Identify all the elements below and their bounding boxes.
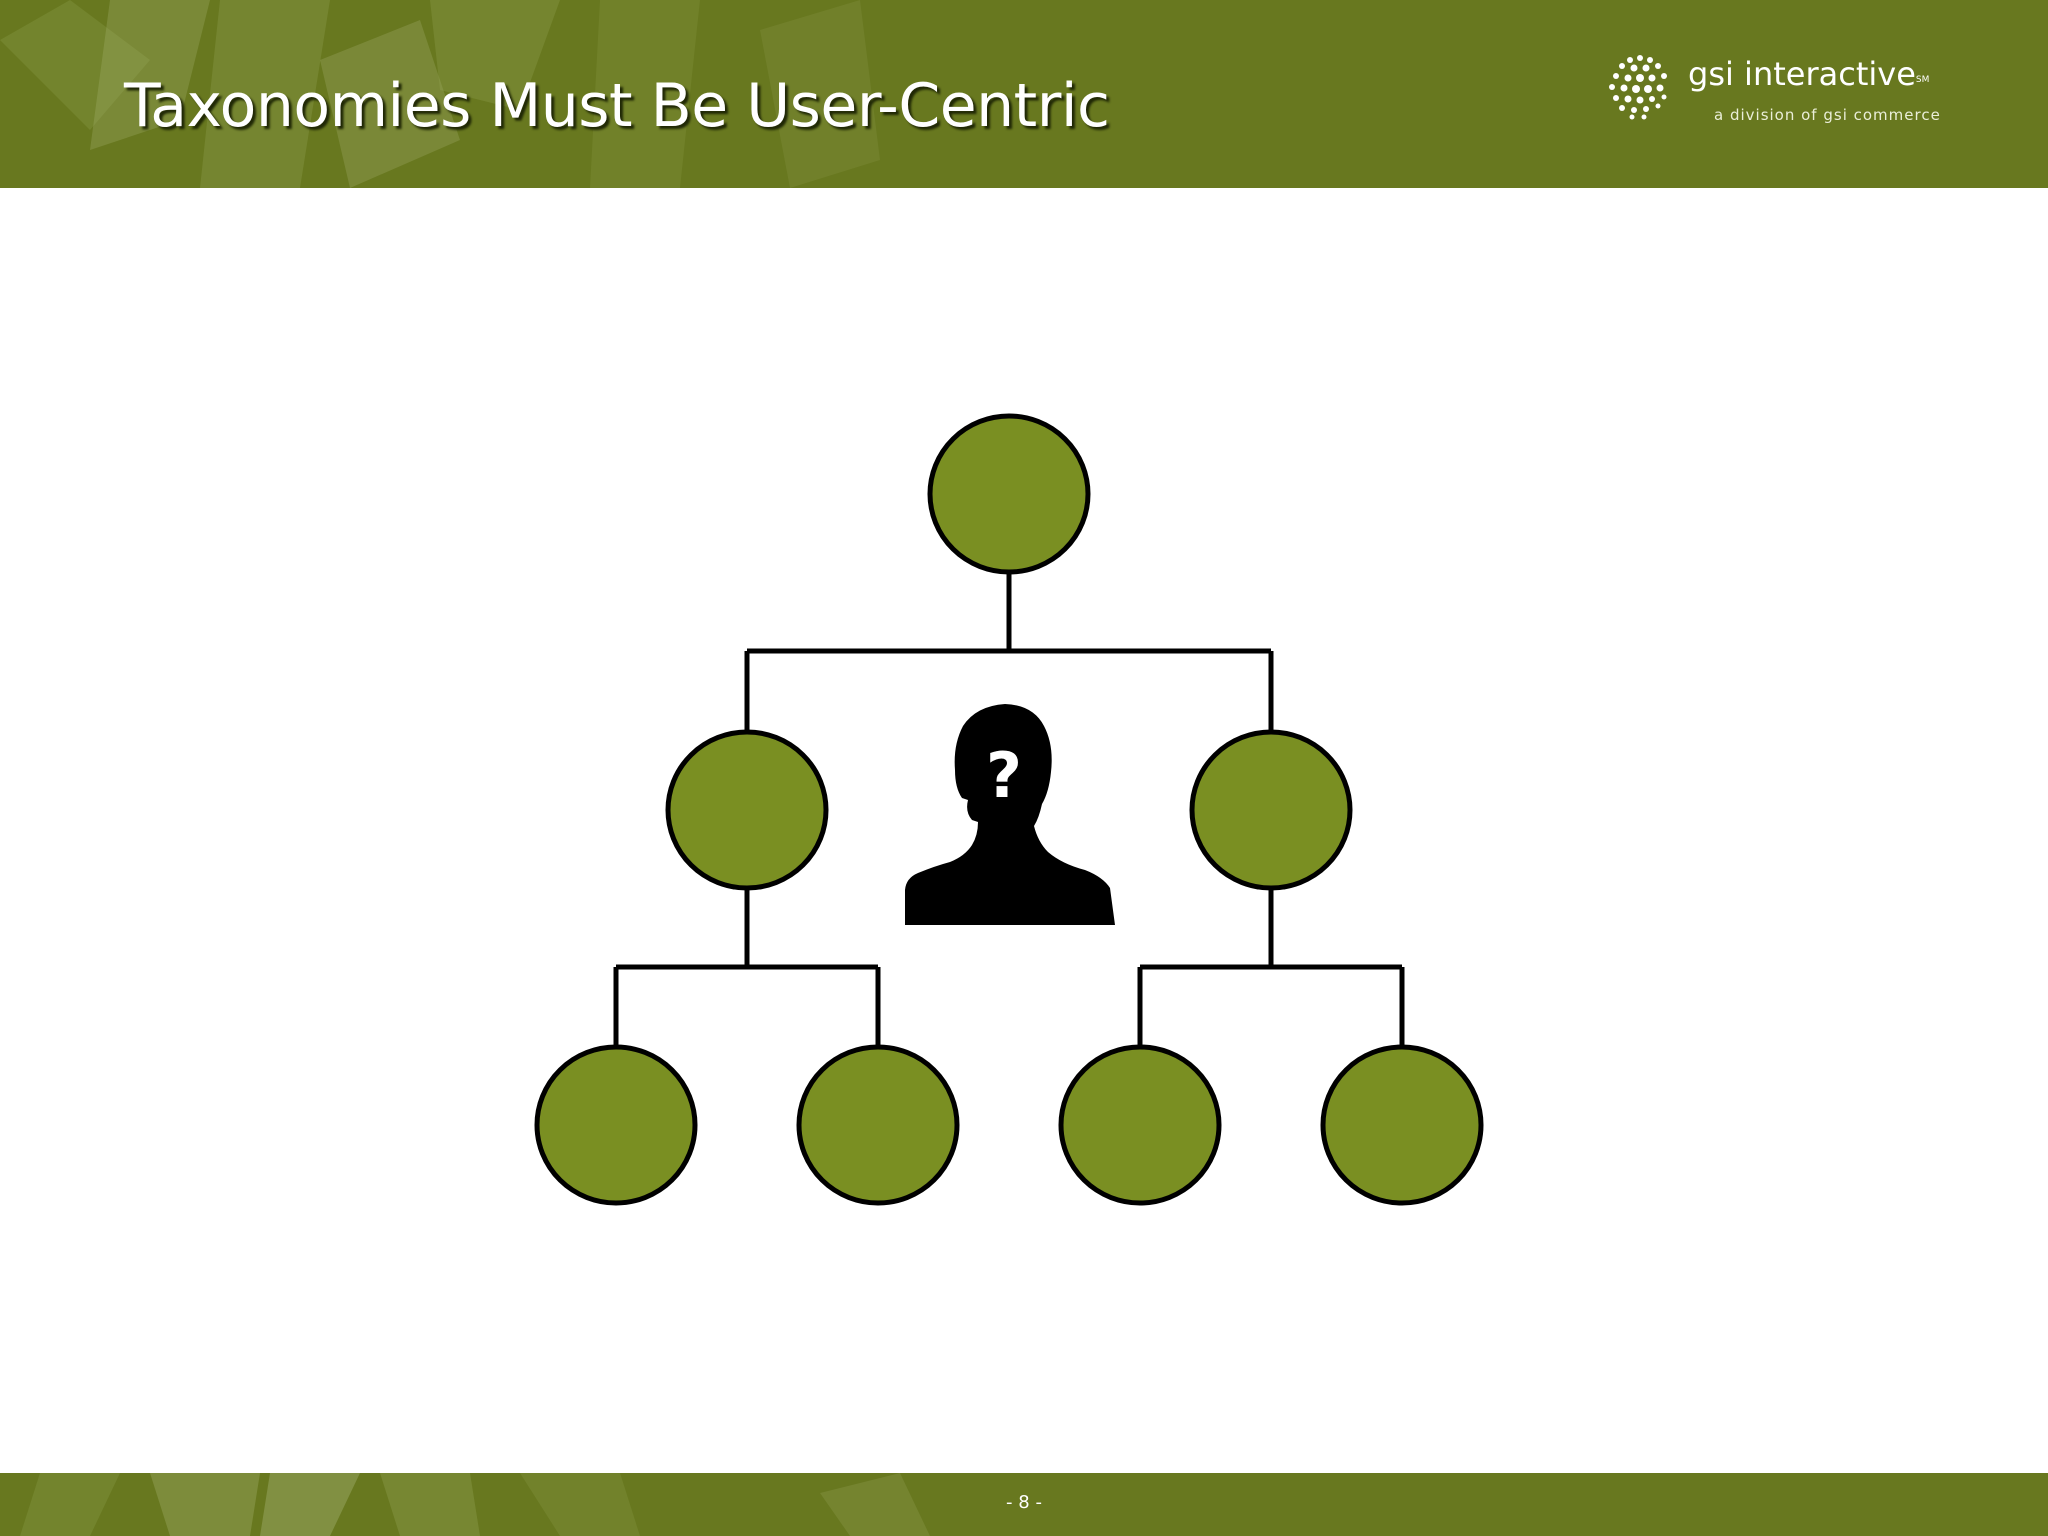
gsi-logo: gsi interactiveSM a division of gsi comm…	[1604, 50, 2004, 126]
tree-node-left-child	[665, 729, 829, 891]
footer-bar	[0, 1473, 2048, 1536]
tree-node-leaf-2	[796, 1044, 960, 1206]
logo-name-text: gsi interactive	[1688, 55, 1916, 93]
logo-service-mark: SM	[1915, 75, 1930, 85]
logo-tagline: a division of gsi commerce	[1714, 106, 1941, 124]
header-decoration	[0, 0, 880, 188]
tree-nodes	[534, 413, 1484, 1206]
tree-node-leaf-1	[534, 1044, 698, 1206]
tree-node-leaf-3	[1058, 1044, 1222, 1206]
title-bar: Taxonomies Must Be User-Centric gsi inte…	[0, 0, 2048, 188]
footer-decoration	[20, 1473, 930, 1536]
page-number: - 8 -	[1006, 1492, 1042, 1513]
unknown-user-silhouette-icon: ?	[905, 704, 1115, 925]
tree-node-leaf-4	[1320, 1044, 1484, 1206]
silhouette-shape	[905, 704, 1115, 925]
tree-node-right-child	[1189, 729, 1353, 891]
tree-connectors	[613, 572, 1405, 1047]
question-mark-glyph: ?	[986, 739, 1022, 812]
tree-node-root	[927, 413, 1091, 575]
logo-wordmark: gsi interactiveSM	[1688, 56, 1929, 92]
slide-title: Taxonomies Must Be User-Centric	[124, 71, 1110, 141]
gsi-globe-icon	[1609, 55, 1667, 120]
